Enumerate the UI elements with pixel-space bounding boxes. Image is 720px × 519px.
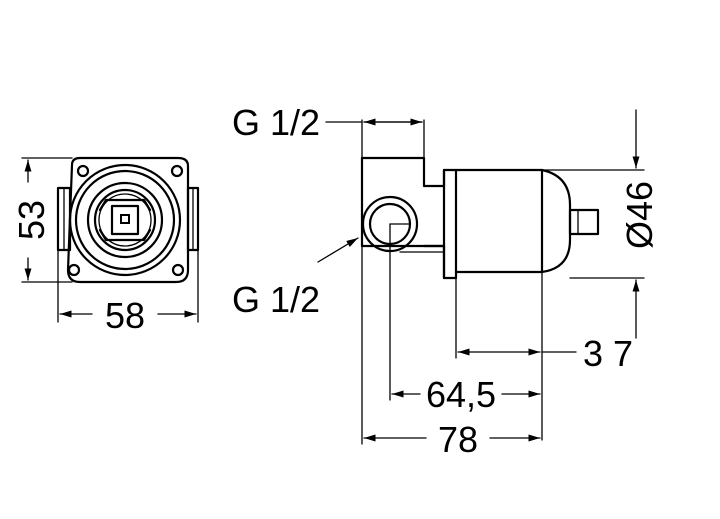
side-spindle	[568, 208, 600, 236]
dim-64-5: 64,5	[389, 223, 541, 415]
front-body-plate	[56, 156, 200, 284]
dim-58: 58	[57, 249, 199, 336]
front-view: 53 58	[11, 156, 200, 336]
thread-side-label: G 1/2	[232, 279, 320, 320]
thread-top-label: G 1/2	[232, 102, 320, 143]
dim-37-label: 3 7	[583, 333, 633, 374]
inlet-block	[360, 119, 446, 253]
dim-78: 78	[361, 245, 541, 460]
dim-64-5-label: 64,5	[426, 374, 496, 415]
diameter-label: Ø46	[619, 181, 660, 249]
dim-37: 3 7	[455, 271, 633, 441]
dim-58-label: 58	[105, 295, 145, 336]
dim-53-label: 53	[11, 200, 52, 240]
dim-53: 53	[11, 157, 73, 283]
dim-diameter: Ø46	[541, 109, 660, 339]
thread-side-callout: G 1/2	[232, 237, 359, 320]
front-valve-circles	[68, 163, 182, 277]
side-view: G 1/2 G 1/2 Ø46 3 7 64,5	[232, 102, 660, 460]
valve-housing	[442, 168, 572, 280]
mounting-holes	[67, 164, 185, 277]
spindle-square	[98, 198, 152, 242]
dim-78-label: 78	[438, 419, 478, 460]
thread-top-callout: G 1/2	[232, 102, 423, 143]
